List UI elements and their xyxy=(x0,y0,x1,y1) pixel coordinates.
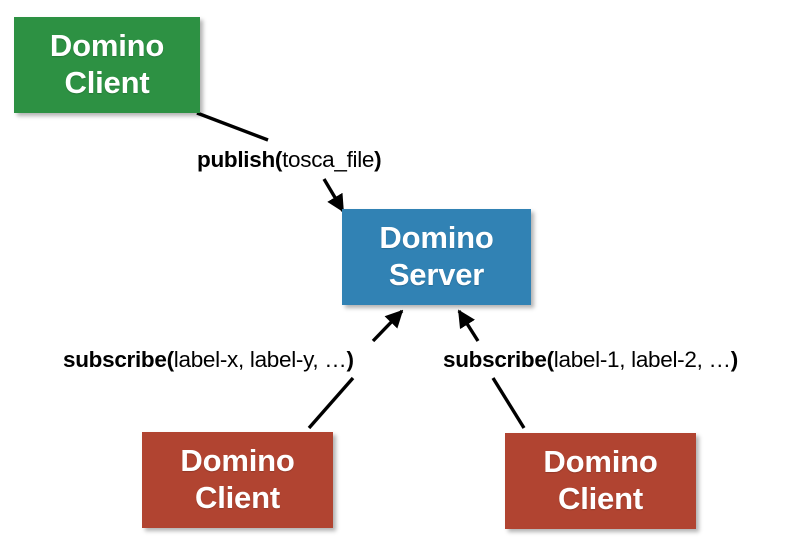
edge-label-arguments: tosca_file xyxy=(282,147,375,172)
edge-label-arguments: label-1, label-2, … xyxy=(553,347,731,372)
node-domino-client-red-left[interactable]: Domino Client xyxy=(142,432,333,528)
node-domino-client-red-right[interactable]: Domino Client xyxy=(505,433,696,529)
node-label-line1: Domino xyxy=(543,444,658,480)
node-label-line2: Client xyxy=(195,480,280,515)
edge-label-call-name: subscribe( xyxy=(443,347,554,372)
node-domino-client-green[interactable]: Domino Client xyxy=(14,17,200,113)
edge-label-close-paren: ) xyxy=(346,347,355,372)
edge-label-arguments: label-x, label-y, … xyxy=(173,347,347,372)
edge-label-call-name: publish( xyxy=(197,147,283,172)
edge-label-close-paren: ) xyxy=(730,347,739,372)
node-label-line1: Domino xyxy=(180,443,295,479)
edge-label-close-paren: ) xyxy=(374,147,382,172)
node-domino-server[interactable]: Domino Server xyxy=(342,209,531,305)
node-label-line1: Domino xyxy=(379,220,494,256)
node-label-line2: Server xyxy=(388,257,485,292)
edge-label-subscribe-right: subscribe(label-1, label-2, …) xyxy=(441,347,740,373)
node-label-line2: Client xyxy=(558,481,643,516)
edge-label-subscribe-left: subscribe(label-x, label-y, …) xyxy=(61,347,356,373)
node-label-line1: Domino xyxy=(49,28,165,64)
edge-label-call-name: subscribe( xyxy=(63,347,174,372)
edge-label-publish: publish(tosca_file) xyxy=(195,147,384,173)
node-label-line2: Client xyxy=(64,65,150,100)
